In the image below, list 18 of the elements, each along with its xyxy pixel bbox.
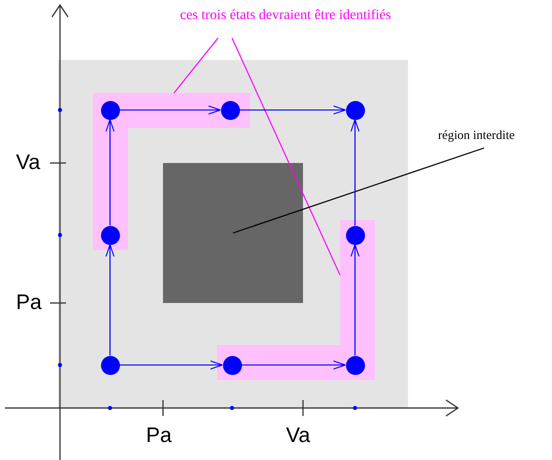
- leader-line: [232, 38, 340, 276]
- transition-arrow: [120, 360, 223, 370]
- axis-tick-label: Pa: [16, 292, 42, 313]
- transition-arrow: [350, 244, 360, 356]
- forbidden-region: [163, 163, 303, 303]
- leader-line: [174, 38, 218, 94]
- axis-tick-label: Va: [16, 152, 40, 173]
- transition-arrow: [106, 119, 114, 226]
- transition-arrow: [106, 244, 114, 356]
- transition-arrow: [350, 119, 360, 226]
- axis-tick-label: Pa: [146, 425, 172, 446]
- leader-line: [232, 147, 484, 234]
- transition-arrow: [120, 106, 221, 114]
- annotation-text: région interdite: [438, 128, 515, 143]
- axis-tick-label: Va: [286, 425, 310, 446]
- transition-arrow: [242, 360, 346, 370]
- transition-arrow: [240, 106, 346, 114]
- annotation-text: ces trois états devraient être identifiés: [180, 8, 392, 24]
